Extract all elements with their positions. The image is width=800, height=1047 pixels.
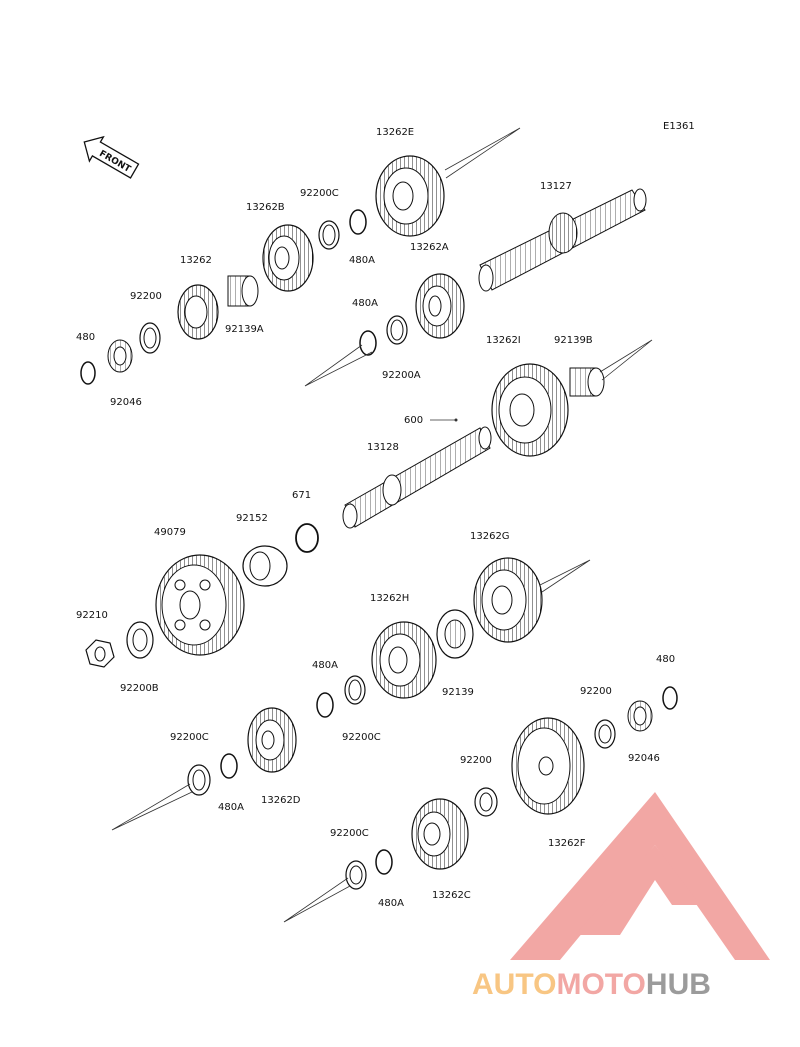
part-label: 480	[656, 654, 675, 665]
part-label: 13262H	[370, 593, 409, 604]
circlip-480a-mid	[359, 330, 377, 356]
gear-13262	[177, 284, 219, 340]
part-label: 92200C	[170, 732, 209, 743]
leader-line	[283, 877, 351, 923]
part-label: 480A	[378, 898, 404, 909]
part-label: 92139A	[225, 324, 264, 335]
bearing-92139a	[227, 275, 259, 307]
part-label: 13262C	[432, 890, 471, 901]
middle-shaft-assembly	[85, 339, 653, 718]
automotohub-watermark: AUTOMOTOHUB	[472, 792, 770, 1001]
part-label: 480	[76, 332, 95, 343]
part-label: 13262	[180, 255, 212, 266]
part-label: 49079	[154, 527, 186, 538]
logo-word-auto: AUTO	[472, 968, 556, 1001]
part-label: 671	[292, 490, 311, 501]
part-label: 13262A	[410, 242, 449, 253]
part-label: 92200B	[120, 683, 159, 694]
bearing-92046-right	[627, 700, 653, 732]
leader-line	[304, 344, 373, 387]
part-label: 92200	[580, 686, 612, 697]
gear-13262i	[491, 363, 569, 457]
leader-line	[539, 559, 591, 593]
part-label: 13262G	[470, 531, 510, 542]
part-label: 92210	[76, 610, 108, 621]
front-arrow-icon: FRONT	[83, 135, 140, 179]
diagram-code: E1361	[663, 121, 695, 132]
circlip-480a	[349, 209, 367, 235]
part-label: 13262E	[376, 127, 414, 138]
shaft-13127	[478, 188, 647, 292]
circlip-480a-left	[220, 753, 238, 779]
leader-line	[444, 127, 521, 179]
leader-line	[111, 783, 193, 831]
part-label: 92200A	[382, 370, 421, 381]
logo-word-moto: MOTO	[556, 968, 645, 1001]
part-label: 92200	[130, 291, 162, 302]
part-label: 13128	[367, 442, 399, 453]
part-label: 92139	[442, 687, 474, 698]
part-label: 92046	[628, 753, 660, 764]
logo-word-hub: HUB	[646, 968, 711, 1001]
logo-triangle-icon	[510, 792, 770, 960]
bearing-92139b	[569, 367, 605, 397]
part-label: 13262I	[486, 335, 521, 346]
gear-13262g	[473, 557, 543, 643]
part-label: 480A	[218, 802, 244, 813]
leader-line	[599, 339, 653, 381]
sprocket-49079	[155, 554, 245, 656]
bearing-92046-left	[107, 339, 133, 373]
part-label: 13262B	[246, 202, 285, 213]
seal-92152	[242, 545, 288, 587]
lower-assembly	[111, 686, 678, 923]
part-label: 13262F	[548, 838, 586, 849]
upper-shaft-assembly	[80, 127, 647, 387]
gear-13262b	[262, 224, 314, 292]
logo-inner-triangle-icon	[575, 845, 700, 935]
part-label: 92200C	[342, 732, 381, 743]
part-label: 480A	[312, 660, 338, 671]
circlip-480-left	[80, 361, 96, 385]
gear-13262e	[375, 155, 445, 237]
circlip-480a-low	[316, 692, 334, 718]
part-label: 92200C	[330, 828, 369, 839]
part-label: 600	[404, 415, 423, 426]
logo-text: AUTOMOTOHUB	[472, 968, 711, 1001]
part-label: 92200	[460, 755, 492, 766]
part-label: 13262D	[261, 795, 301, 806]
bearing-92139	[436, 609, 474, 659]
part-label: 92139B	[554, 335, 593, 346]
gear-13262c	[411, 798, 469, 870]
part-label: 480A	[352, 298, 378, 309]
part-label: 13127	[540, 181, 572, 192]
gear-13262a	[415, 273, 465, 339]
part-label: 92046	[110, 397, 142, 408]
gear-13262f	[511, 717, 585, 815]
gear-13262h	[371, 621, 437, 699]
oring-671	[295, 523, 319, 553]
gear-13262d	[247, 707, 297, 773]
shaft-13128	[342, 426, 492, 529]
part-label: 480A	[349, 255, 375, 266]
part-labels: 13262E 13127 92200C 13262B 480A 13262A 1…	[76, 127, 675, 909]
part-label: 92152	[236, 513, 268, 524]
circlip-480-right	[662, 686, 678, 710]
part-label: 92200C	[300, 188, 339, 199]
circlip-480a-bottom	[375, 849, 393, 875]
